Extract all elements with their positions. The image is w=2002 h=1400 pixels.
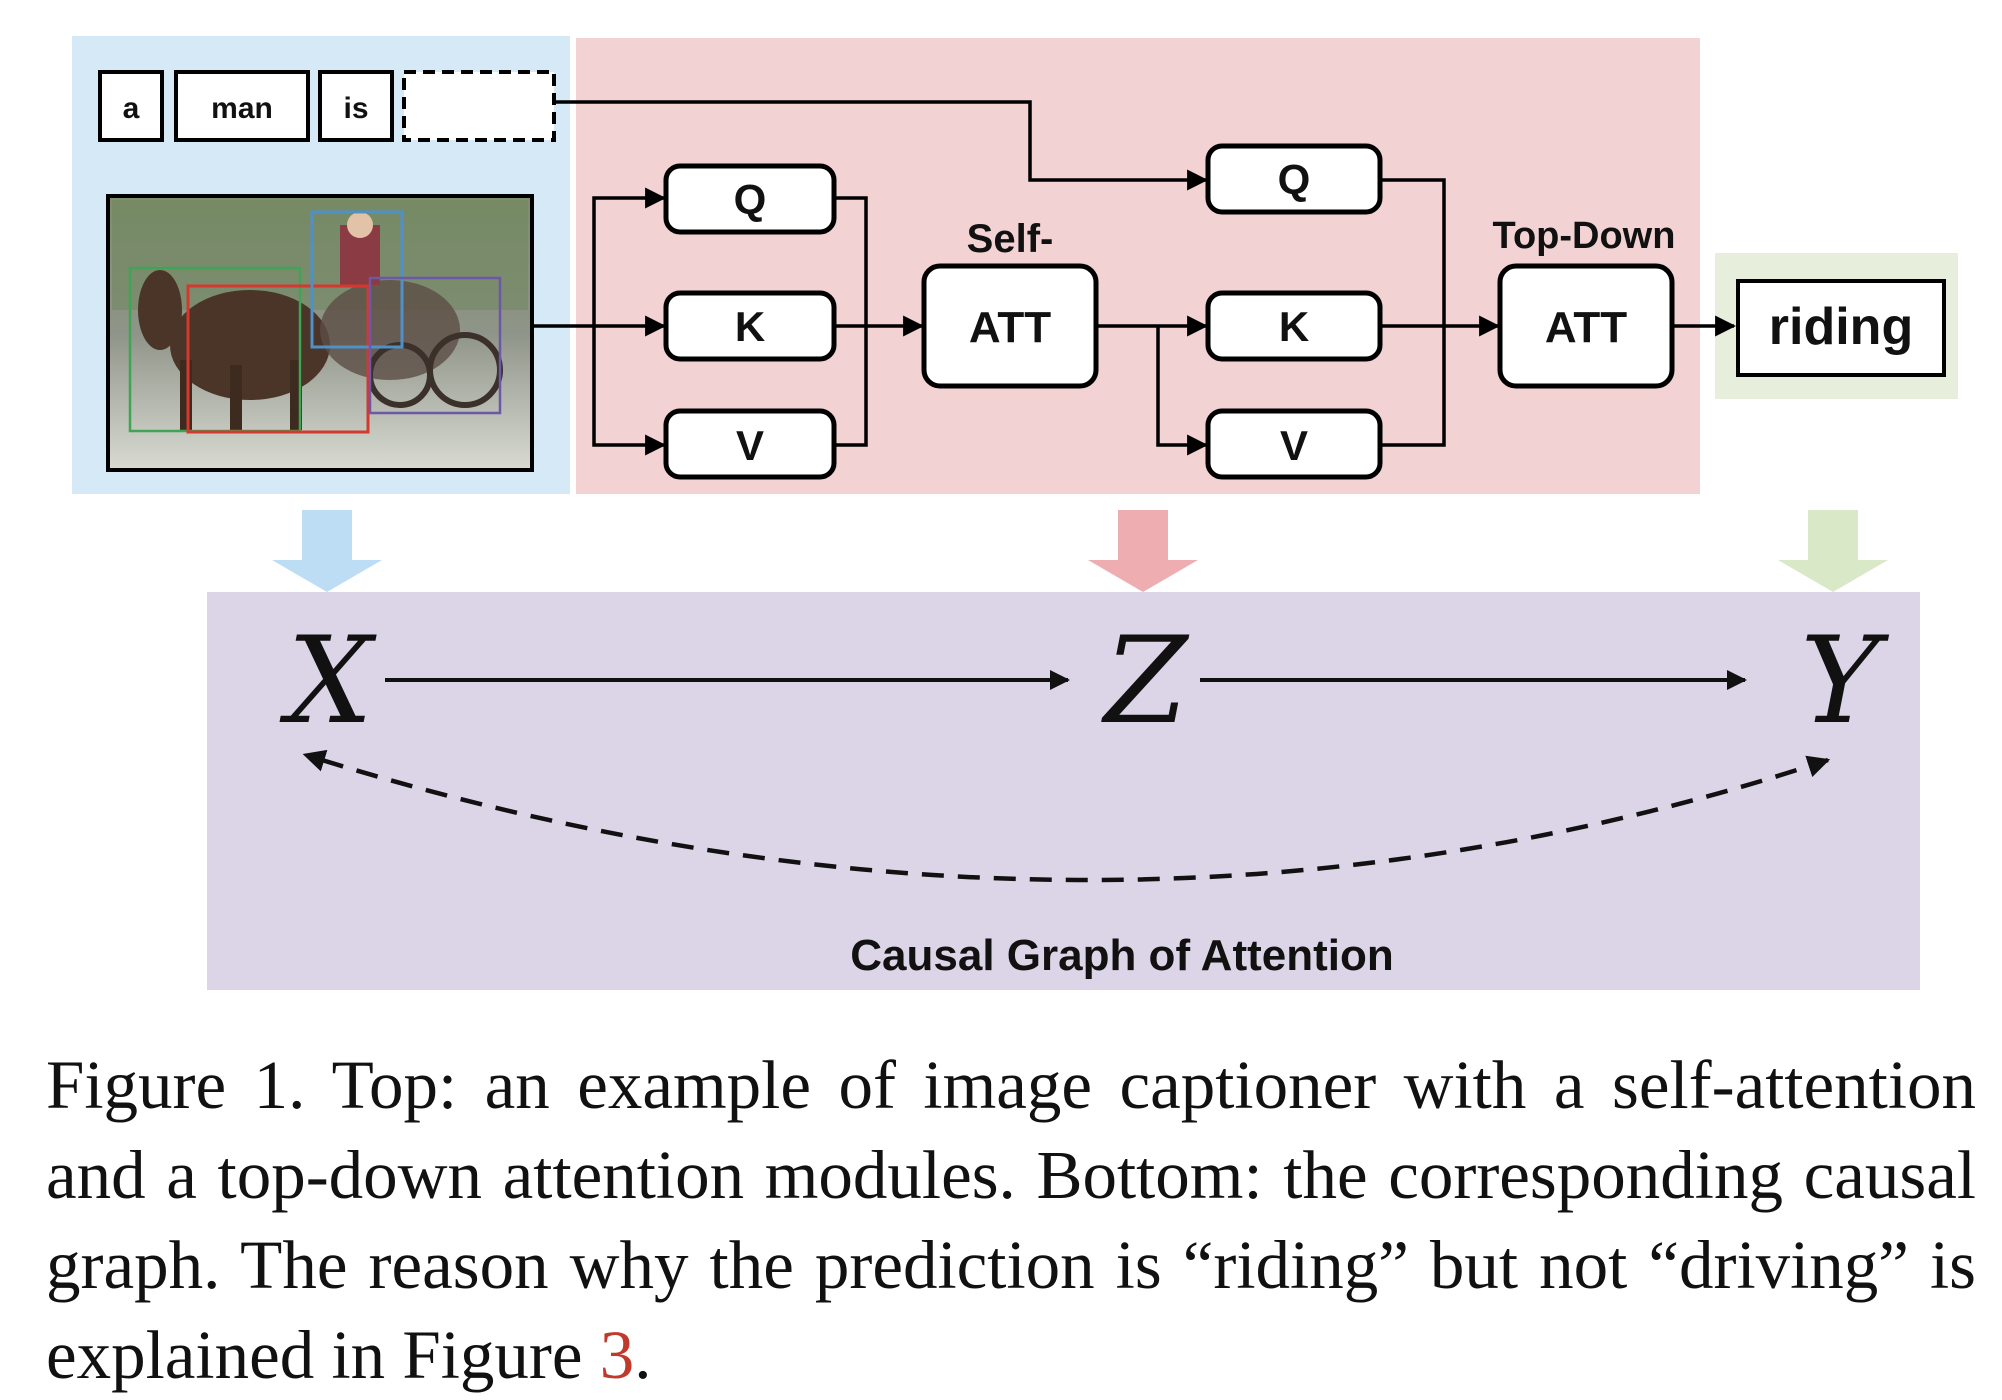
causal-node-y: Y xyxy=(1800,612,1889,751)
figure-diagram: a man is Q K xyxy=(72,36,1958,990)
svg-text:is: is xyxy=(343,92,368,125)
input-image xyxy=(106,194,534,472)
caption-text: Figure 1. Top: an example of image capti… xyxy=(46,1047,1976,1393)
svg-text:man: man xyxy=(211,92,273,125)
svg-text:K: K xyxy=(1279,303,1309,350)
word-token-is: is xyxy=(318,70,394,142)
svg-text:ATT: ATT xyxy=(1545,303,1627,352)
self-attention-key: K xyxy=(663,290,837,362)
self-attention-value: V xyxy=(663,408,837,480)
svg-text:ATT: ATT xyxy=(969,303,1051,352)
figure-reference-link[interactable]: 3 xyxy=(599,1317,635,1393)
causal-node-x: X xyxy=(279,612,377,751)
attention-to-z-arrow xyxy=(1088,510,1198,592)
svg-text:Q: Q xyxy=(734,176,767,223)
topdown-attention-key: K xyxy=(1205,290,1383,362)
svg-text:V: V xyxy=(736,422,764,469)
topdown-attention-block: ATT xyxy=(1497,263,1675,389)
causal-node-z: Z xyxy=(1100,612,1190,751)
causal-graph-panel xyxy=(207,592,1920,990)
svg-text:V: V xyxy=(1280,422,1308,469)
svg-text:a: a xyxy=(123,92,140,125)
figure-caption: Figure 1. Top: an example of image capti… xyxy=(46,1040,1976,1400)
output-to-y-arrow xyxy=(1778,510,1888,592)
word-token-a: a xyxy=(98,70,164,142)
topdown-attention-query: Q xyxy=(1205,143,1383,215)
topdown-attention-value: V xyxy=(1205,408,1383,480)
svg-text:riding: riding xyxy=(1769,298,1913,356)
caption-end: . xyxy=(634,1317,652,1393)
input-to-x-arrow xyxy=(272,510,382,592)
causal-graph-title: Causal Graph of Attention xyxy=(850,931,1394,980)
svg-text:K: K xyxy=(735,303,765,350)
self-attention-block: ATT xyxy=(921,263,1099,389)
svg-text:Q: Q xyxy=(1278,156,1311,203)
next-word-placeholder xyxy=(402,70,556,142)
word-token-man: man xyxy=(174,70,310,142)
output-word: riding xyxy=(1736,279,1946,377)
topdown-attention-title: Top-Down xyxy=(1493,215,1676,257)
self-attention-title: Self- xyxy=(967,217,1054,261)
self-attention-query: Q xyxy=(663,163,837,235)
confounder-edge-x-y xyxy=(302,749,1831,883)
